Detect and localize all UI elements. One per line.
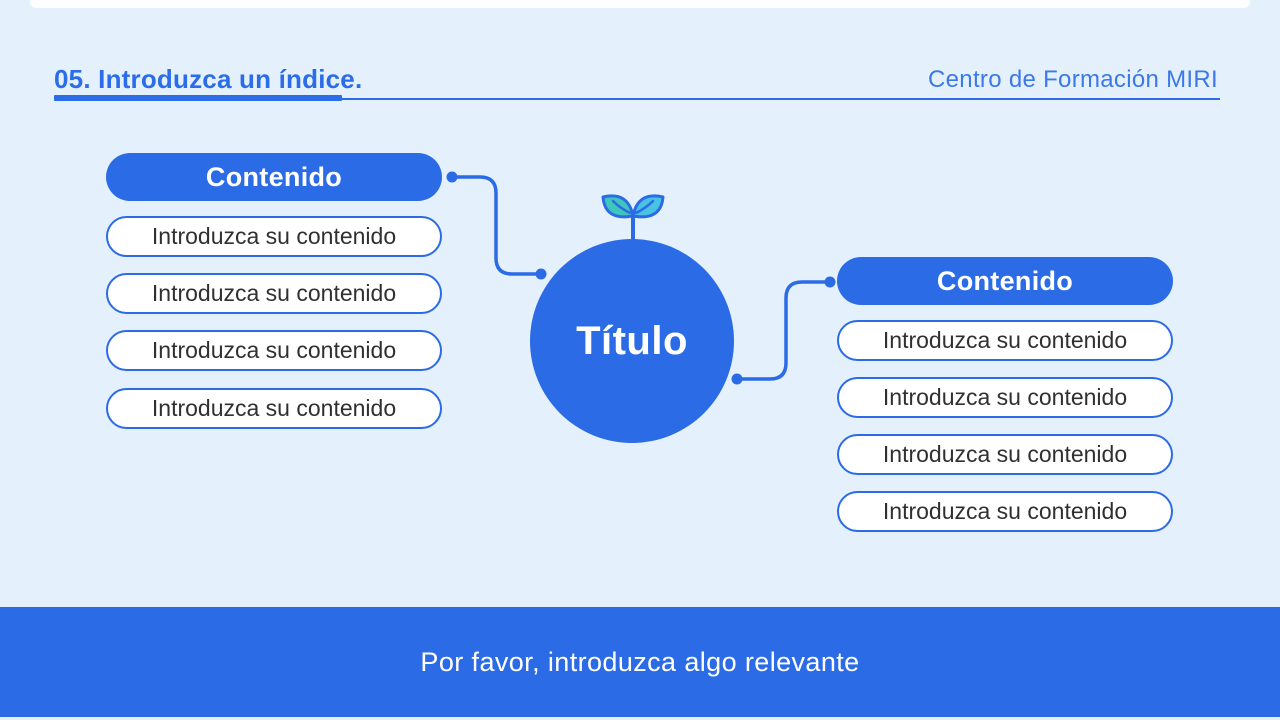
header-rule-accent xyxy=(54,95,342,101)
left-item-placeholder[interactable]: Introduzca su contenido xyxy=(106,273,442,314)
top-decorative-strip xyxy=(30,0,1250,8)
right-item-placeholder[interactable]: Introduzca su contenido xyxy=(837,377,1173,418)
brand-text: Centro de Formación MIRI xyxy=(928,66,1218,93)
footer-message: Por favor, introduzca algo relevante xyxy=(420,646,860,677)
page-title: 05. Introduzca un índice. xyxy=(54,64,363,94)
footer-bar: Por favor, introduzca algo relevante xyxy=(0,607,1280,717)
right-item-placeholder[interactable]: Introduzca su contenido xyxy=(837,320,1173,361)
sprout-icon xyxy=(601,194,665,242)
center-title-label: Título xyxy=(576,318,688,363)
left-group-header[interactable]: Contenido xyxy=(106,153,442,201)
right-item-placeholder[interactable]: Introduzca su contenido xyxy=(837,434,1173,475)
left-item-placeholder[interactable]: Introduzca su contenido xyxy=(106,388,442,429)
header-rule xyxy=(54,98,1220,100)
left-item-placeholder[interactable]: Introduzca su contenido xyxy=(106,330,442,371)
right-group-header[interactable]: Contenido xyxy=(837,257,1173,305)
right-item-placeholder[interactable]: Introduzca su contenido xyxy=(837,491,1173,532)
center-title-node[interactable]: Título xyxy=(530,239,734,443)
left-item-placeholder[interactable]: Introduzca su contenido xyxy=(106,216,442,257)
